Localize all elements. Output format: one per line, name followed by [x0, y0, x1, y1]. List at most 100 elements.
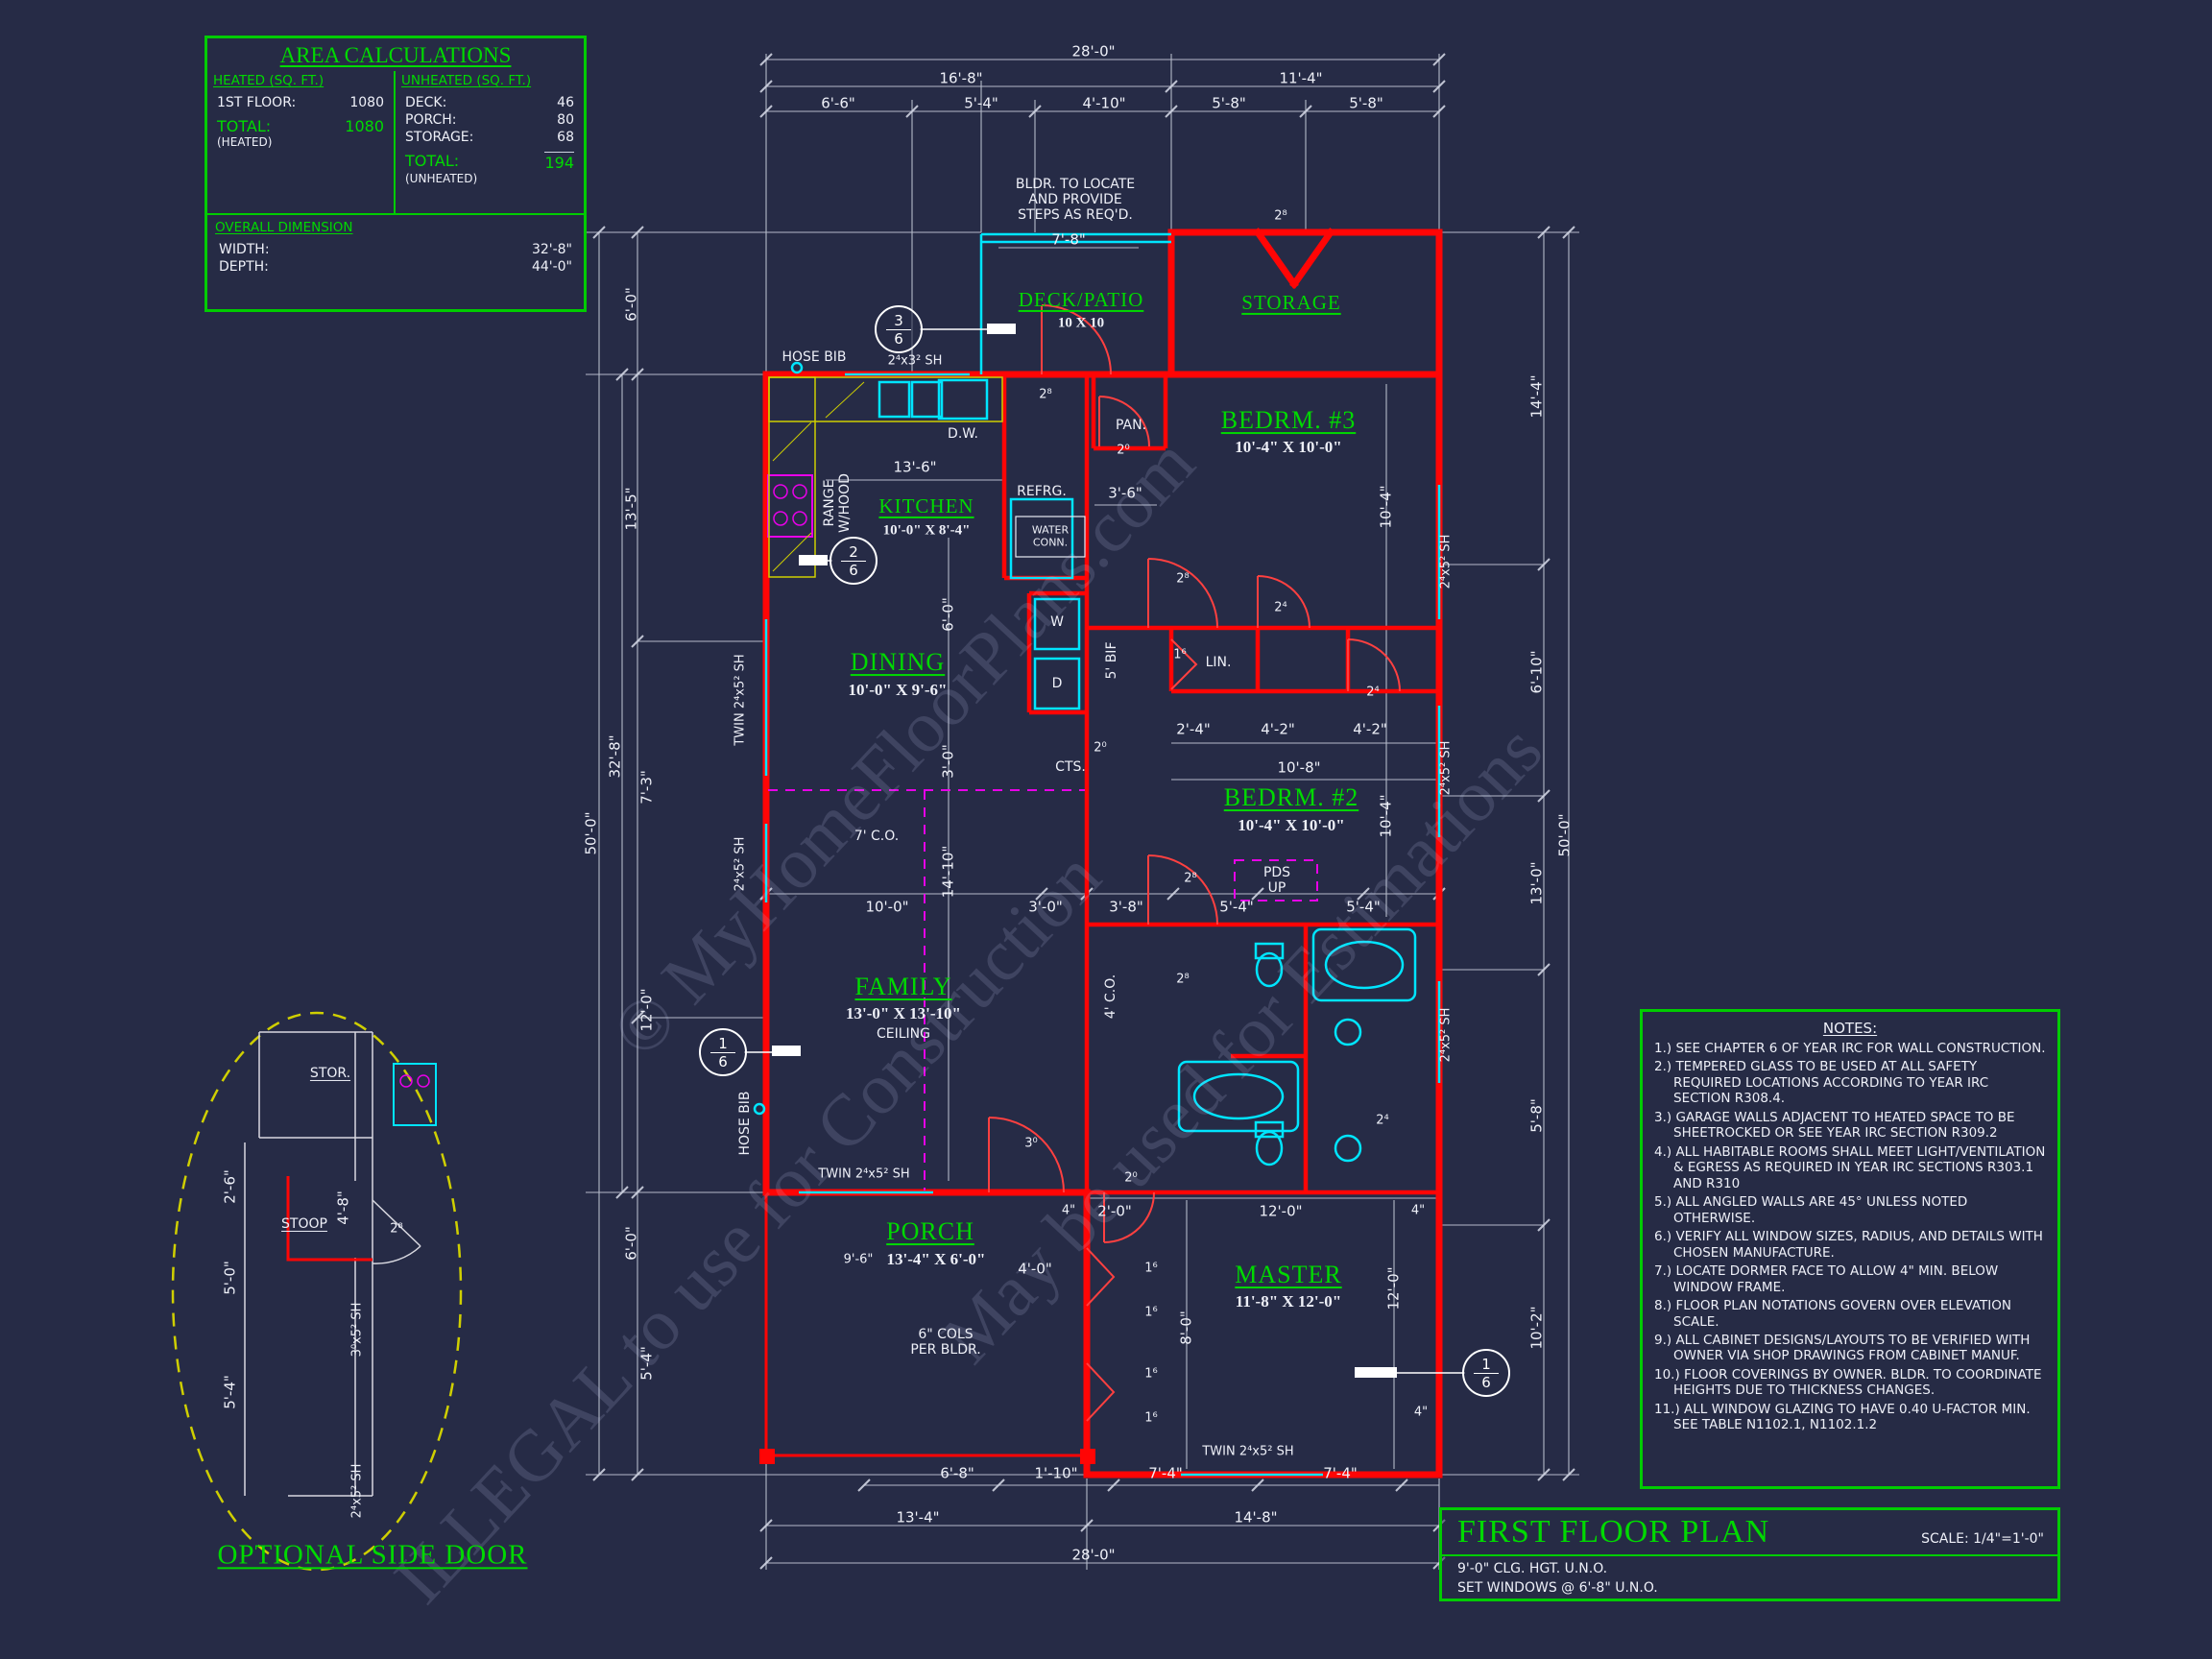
door-size-label: 1⁶: [1144, 1410, 1158, 1426]
dimension-label: 6'-10": [1527, 650, 1546, 694]
dimension-label: 13'-4": [896, 1508, 940, 1527]
room-size-deck-patio: 10 X 10: [1057, 315, 1105, 331]
dimension-label: 6'-0": [939, 597, 957, 632]
section-marker-number: 1: [1474, 1356, 1499, 1374]
dimension-lines: [586, 54, 1579, 1570]
door-size-label: 2⁴: [1366, 685, 1380, 700]
room-size-porch: 13'-4" X 6'-0": [886, 1250, 986, 1269]
note-item: 10.) FLOOR COVERINGS BY OWNER. BLDR. TO …: [1654, 1366, 2042, 1399]
section-marker-number: 2: [841, 543, 866, 562]
bifold-door-label: 5' BIF: [1103, 641, 1119, 680]
room-label-kitchen: KITCHEN: [878, 493, 974, 517]
dimension-label: 5'-0": [221, 1261, 239, 1295]
drawing-title: FIRST FLOOR PLAN: [1457, 1514, 1770, 1550]
dimension-label: 4'-10": [1082, 94, 1126, 112]
unheated-row: DECK: 46: [401, 94, 578, 111]
dimension-label: 2'-6": [221, 1169, 239, 1204]
heated-header: HEATED (SQ. FT.): [213, 73, 325, 88]
note-item: 4.) ALL HABITABLE ROOMS SHALL MEET LIGHT…: [1654, 1143, 2046, 1191]
door-size-label: 1⁶: [1144, 1366, 1158, 1382]
dimension-label: 3'-0": [1028, 898, 1063, 916]
unheated-row-label: DECK:: [405, 95, 447, 110]
door-size-label: 2⁰: [1124, 1170, 1138, 1186]
window-label: 2⁴x5² SH: [733, 836, 748, 892]
unheated-row-value: 46: [557, 95, 574, 110]
title-block: FIRST FLOOR PLAN SCALE: 1/4"=1'-0" 9'-0"…: [1439, 1507, 2060, 1601]
dimension-label: 32'-8": [606, 734, 624, 779]
room-label-master: MASTER: [1235, 1261, 1342, 1289]
dimension-label: 5'-8": [1527, 1098, 1546, 1133]
stoop-label: STOOP: [281, 1215, 327, 1232]
section-marker-number: 1: [710, 1035, 735, 1053]
dimension-label: 11'-4": [1279, 69, 1323, 87]
unheated-row-label: PORCH:: [405, 112, 457, 128]
room-label-bedroom2: BEDRM. #2: [1223, 783, 1359, 812]
room-label-storage: STORAGE: [1241, 290, 1341, 314]
unheated-row-value: 80: [557, 112, 574, 128]
door-size-label: 2⁰: [1117, 443, 1130, 458]
note-item: 8.) FLOOR PLAN NOTATIONS GOVERN OVER ELE…: [1654, 1298, 2011, 1330]
section-marker-sheet: 6: [894, 329, 903, 348]
heated-total: TOTAL: 1080: [213, 111, 388, 135]
dimension-label: 16'-8": [939, 69, 983, 87]
unheated-row: STORAGE: 68: [401, 129, 578, 146]
dimension-label: 6'-0": [622, 287, 640, 322]
optional-side-door-title: OPTIONAL SIDE DOOR: [217, 1539, 528, 1571]
hose-bib-label: HOSE BIB: [781, 349, 847, 365]
notes-title: NOTES:: [1822, 1020, 1878, 1037]
unheated-header: UNHEATED (SQ. FT.): [401, 73, 532, 88]
dimension-label: 4'-0": [1018, 1260, 1052, 1278]
dimension-label: 4'-2": [1353, 720, 1387, 738]
section-marker-sheet: 6: [849, 561, 858, 579]
dimension-label: 7'-4": [1323, 1464, 1358, 1482]
dimension-label: 28'-0": [1071, 1546, 1116, 1564]
dimension-label: 9'-6": [843, 1252, 874, 1267]
heated-total-label: TOTAL:: [217, 117, 272, 135]
dimension-label: 13'-0": [1527, 861, 1546, 905]
heated-row: 1ST FLOOR: 1080: [213, 94, 388, 111]
note-item: 11.) ALL WINDOW GLAZING TO HAVE 0.40 U-F…: [1654, 1401, 2031, 1433]
section-marker-number: 3: [886, 312, 911, 330]
washer-label: W: [1050, 613, 1064, 630]
ceiling-label: CEILING: [877, 1025, 930, 1042]
dimension-label: 5'-8": [1349, 94, 1383, 112]
ceiling-height-note: 9'-0" CLG. HGT. U.N.O.: [1457, 1561, 1608, 1576]
water-connection-label: WATER CONN.: [1031, 523, 1070, 548]
dimension-label: 3'-6": [1108, 484, 1142, 502]
dimension-label: 50'-0": [1555, 813, 1574, 857]
dimension-label: 5'-4": [637, 1346, 656, 1381]
windows-and-fixtures: [753, 232, 1441, 1477]
hose-bib-label: HOSE BIB: [736, 1091, 753, 1156]
dimension-label: 3'-0": [939, 744, 957, 779]
storage-label-detail: STOR.: [309, 1065, 351, 1081]
note-item: 5.) ALL ANGLED WALLS ARE 45° UNLESS NOTE…: [1654, 1194, 1968, 1226]
room-label-dining: DINING: [850, 648, 946, 677]
overall-depth-value: 44'-0": [531, 259, 572, 275]
area-calculations-title: AREA CALCULATIONS: [279, 43, 512, 67]
overall-row: DEPTH: 44'-0": [215, 258, 576, 276]
door-size-label: 2⁸: [390, 1221, 403, 1237]
overall-width-label: WIDTH:: [219, 242, 270, 257]
door-size-label: 2⁰: [1094, 740, 1107, 756]
dimension-label: 1'-10": [1034, 1464, 1078, 1482]
refrigerator-label: REFRG.: [1017, 483, 1067, 499]
pulldown-stair-label: PDS UP: [1262, 864, 1291, 896]
door-size-label: 3⁰: [1024, 1136, 1038, 1151]
section-marker-sheet: 6: [718, 1052, 728, 1070]
dimension-label: 4'-2": [1261, 720, 1295, 738]
dimension-label: 12'-0": [1384, 1266, 1403, 1310]
dimension-label: 5'-4": [221, 1375, 239, 1409]
door-size-label: 2⁸: [1039, 387, 1052, 402]
window-label: 2⁴x5² SH: [1438, 534, 1454, 589]
dimension-label: 10'-0": [865, 898, 909, 916]
marker-flags: [744, 324, 1465, 1378]
room-size-bedroom2: 10'-4" X 10'-0": [1238, 816, 1345, 835]
door-size-label: 1⁶: [1173, 647, 1187, 662]
dimension-label: 50'-0": [582, 811, 600, 855]
room-size-master: 11'-8" X 12'-0": [1235, 1292, 1342, 1311]
door-size-label: 1⁶: [1144, 1261, 1158, 1276]
